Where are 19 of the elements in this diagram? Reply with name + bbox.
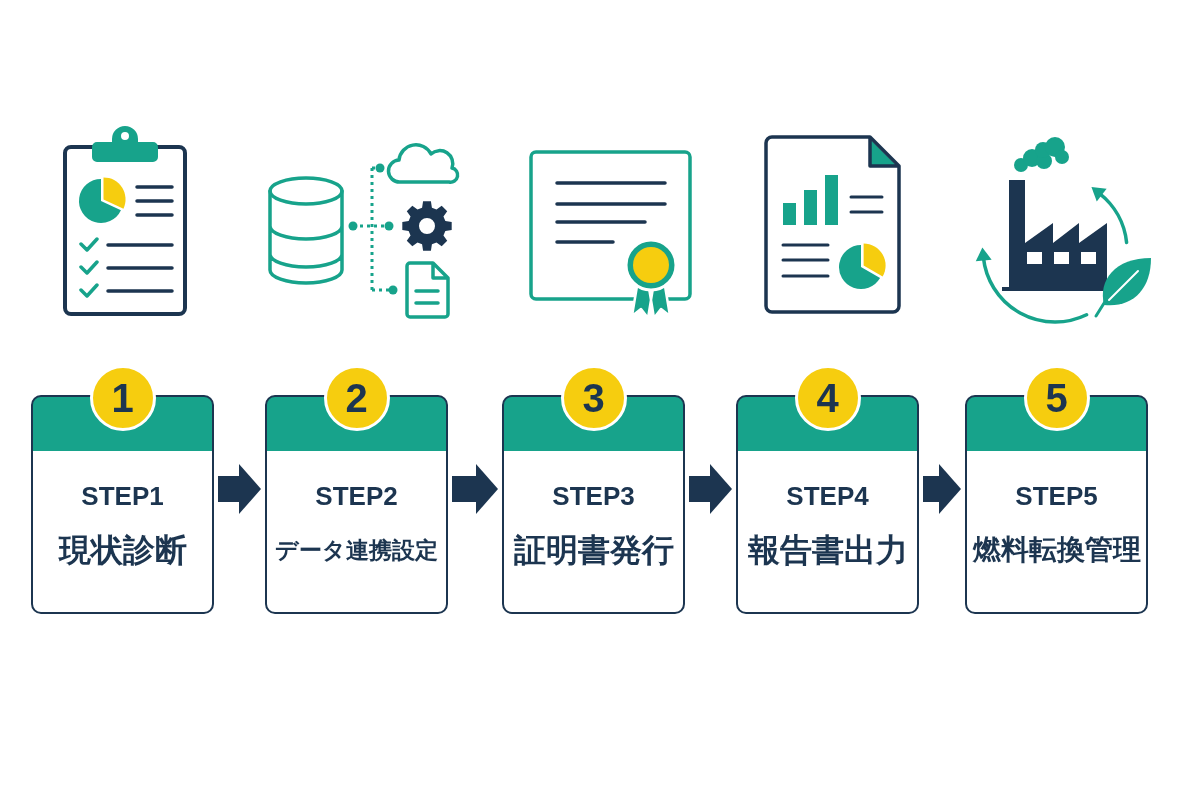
arrow (923, 464, 961, 514)
step-label: STEP1 (81, 482, 164, 512)
number-badge: 2 (323, 365, 390, 431)
step-label: STEP4 (786, 482, 869, 512)
arrow (689, 464, 732, 514)
step-title: 燃料転換管理 (972, 533, 1141, 567)
number-badge: 5 (1023, 365, 1090, 431)
step-label: STEP2 (315, 482, 398, 512)
step-title: 現状診断 (58, 531, 187, 569)
number-badge: 4 (794, 365, 861, 431)
step-title: 報告書出力 (747, 531, 908, 569)
step-label: STEP5 (1015, 482, 1098, 512)
step-label: STEP3 (552, 482, 635, 512)
arrow (452, 464, 498, 514)
number-badge: 3 (560, 365, 627, 431)
arrow (218, 464, 261, 514)
step-title: 証明書発行 (513, 531, 674, 569)
number-badge: 1 (89, 365, 156, 431)
step-title: データ連携設定 (275, 536, 438, 564)
